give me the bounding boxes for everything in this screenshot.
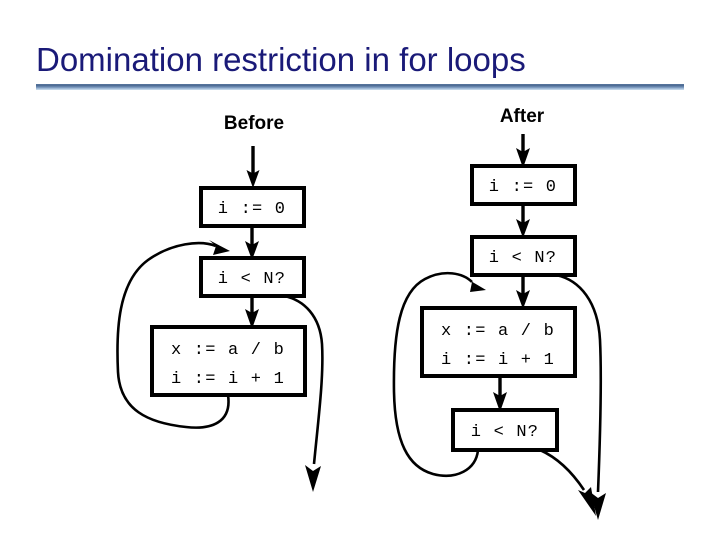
node-after-test2-line-1: i < N? <box>471 423 539 442</box>
panel-before-label: Before <box>224 113 284 134</box>
node-after-test2: i < N? <box>451 408 559 452</box>
edge-after-test-to-body <box>516 275 530 309</box>
edge-before-test-to-body <box>245 296 259 329</box>
edge-after-init-to-test <box>516 204 530 238</box>
node-after-init-line-1: i := 0 <box>489 178 557 197</box>
edge-after-test2-back-to-body <box>392 271 486 477</box>
edge-entry-to-before-init <box>246 146 260 188</box>
title-divider-rule <box>36 84 684 90</box>
node-before-body-line-2: i := i + 1 <box>171 370 285 389</box>
edge-entry-to-after-init <box>516 134 530 168</box>
panel-after-label: After <box>500 106 545 127</box>
panel-after: After i := 0 <box>392 106 606 520</box>
edge-before-body-back-to-test <box>116 240 230 429</box>
edge-after-test-to-exit <box>555 273 606 520</box>
node-after-test-line-1: i < N? <box>489 249 557 268</box>
node-before-body: x := a / b i := i + 1 <box>150 325 307 397</box>
node-after-init: i := 0 <box>470 164 577 206</box>
node-before-test-line-1: i < N? <box>218 270 286 289</box>
node-after-body: x := a / b i := i + 1 <box>420 306 577 378</box>
node-after-body-line-1: x := a / b <box>441 322 555 341</box>
node-before-test: i < N? <box>199 256 306 298</box>
control-flow-graph-figure: Before i := 0 <box>0 92 720 532</box>
node-before-body-line-1: x := a / b <box>171 341 285 360</box>
node-before-init: i := 0 <box>199 186 306 228</box>
panel-before: Before i := 0 <box>116 113 324 492</box>
edge-before-init-to-test <box>245 226 259 260</box>
edge-after-test2-to-exit <box>539 448 596 516</box>
node-before-init-line-1: i := 0 <box>218 200 286 219</box>
edge-after-body-to-test2 <box>493 376 507 412</box>
node-after-body-line-2: i := i + 1 <box>441 351 555 370</box>
node-after-test: i < N? <box>470 235 577 277</box>
edge-before-test-to-exit <box>283 294 324 492</box>
page-title: Domination restriction in for loops <box>36 41 526 78</box>
